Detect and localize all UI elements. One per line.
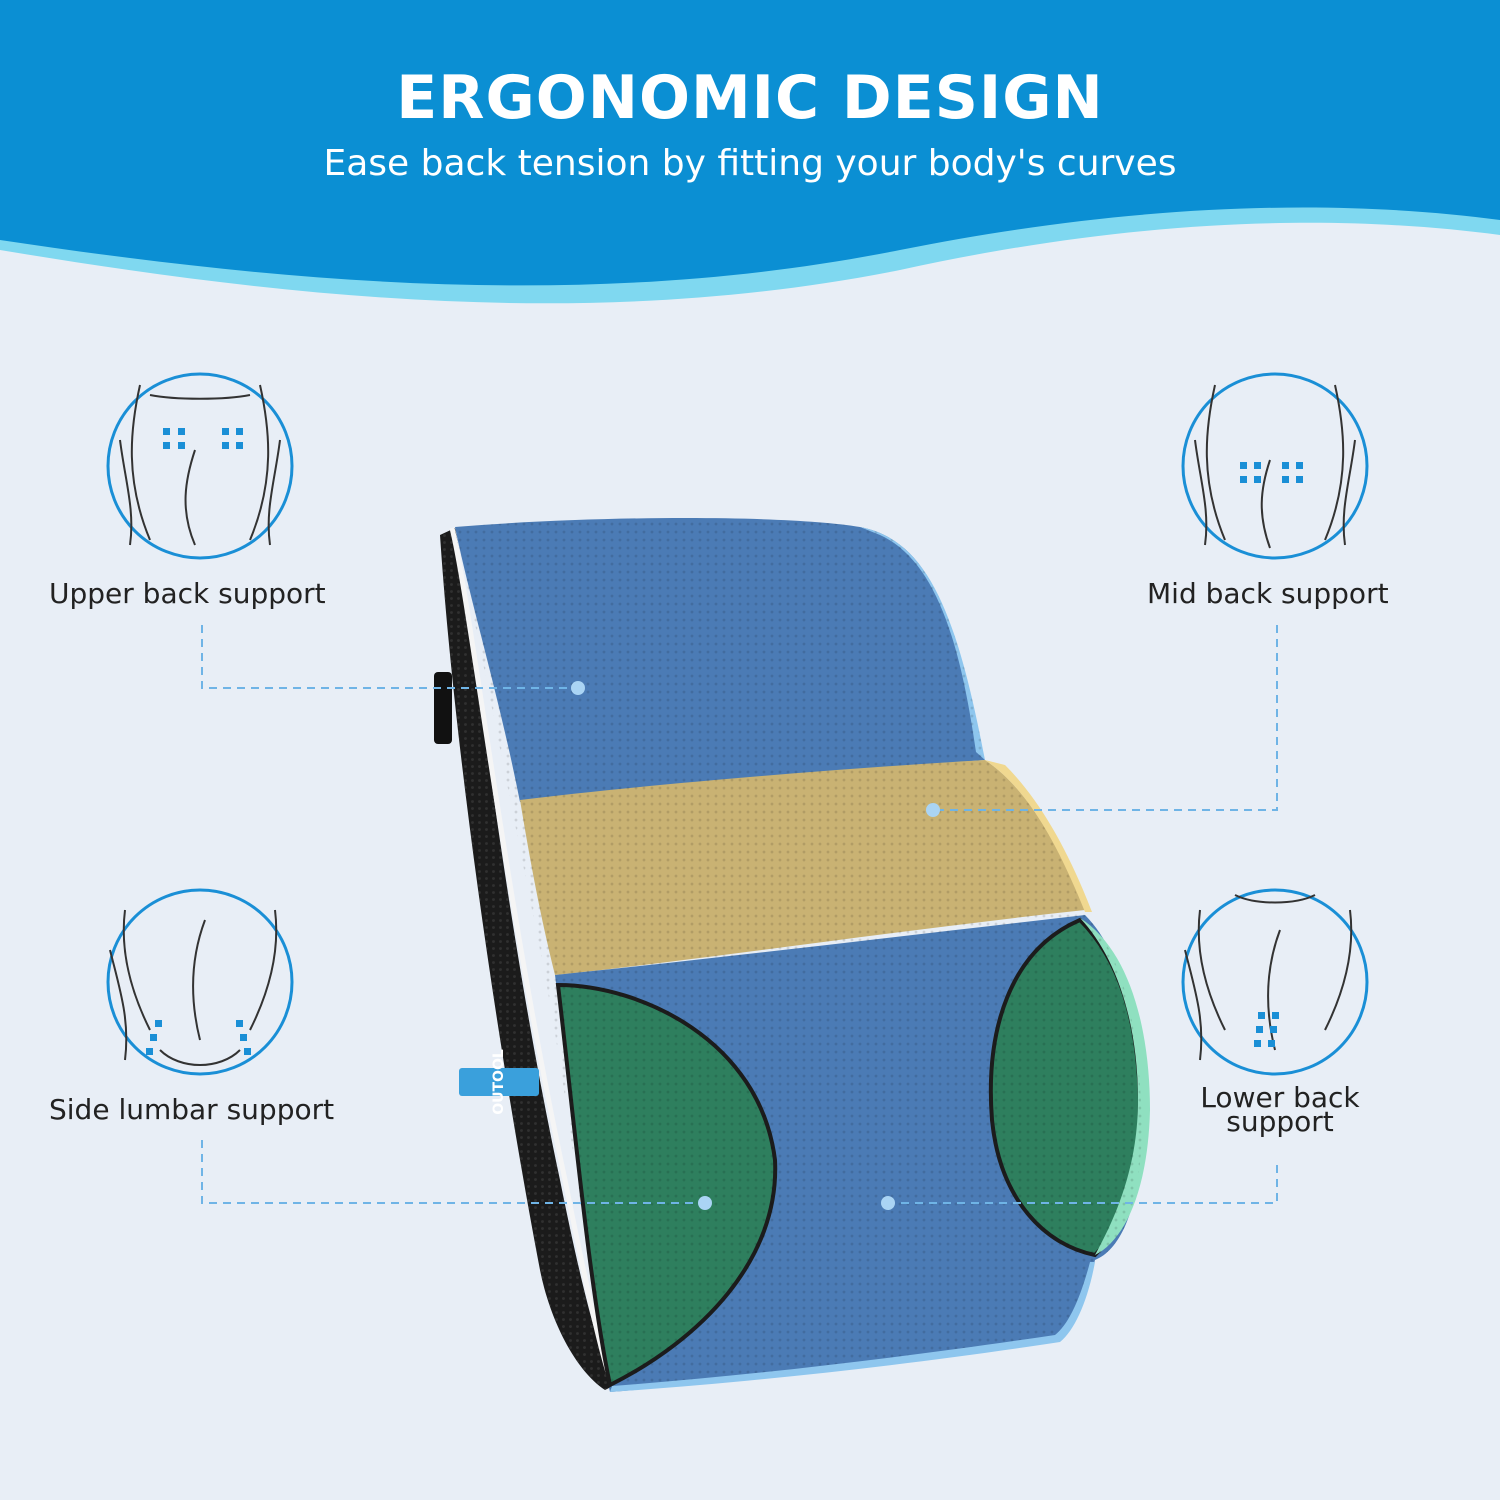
cushion-strap: [434, 672, 452, 744]
header-background: [0, 0, 1500, 286]
mid-back-icon: [1181, 372, 1369, 560]
page-title: ERGONOMIC DESIGN: [396, 63, 1104, 133]
lower-back-icon: [1181, 888, 1369, 1076]
side-lumbar-icon: [106, 888, 294, 1076]
brand-tag: OUTOOL: [459, 1049, 539, 1115]
lower-back-label: Lower back support: [1200, 1081, 1360, 1138]
leader-lines: [201, 625, 1278, 1204]
upper-back-icon: [106, 372, 294, 560]
brand-logo-text: OUTOOL: [491, 1049, 507, 1115]
cushion-side-mesh: [440, 528, 615, 1390]
leader-dots: [571, 681, 940, 1210]
side-lumbar-label: Side lumbar support: [49, 1093, 335, 1126]
cushion-mesh-texture: [455, 518, 1142, 1392]
page-subtitle: Ease back tension by fitting your body's…: [323, 143, 1177, 184]
mid-back-label: Mid back support: [1147, 577, 1389, 610]
cushion-piping: [449, 527, 615, 1386]
cushion-bottom-edge: [610, 1262, 1095, 1392]
upper-back-label: Upper back support: [49, 577, 326, 610]
cushion-mid-edge: [985, 760, 1092, 912]
